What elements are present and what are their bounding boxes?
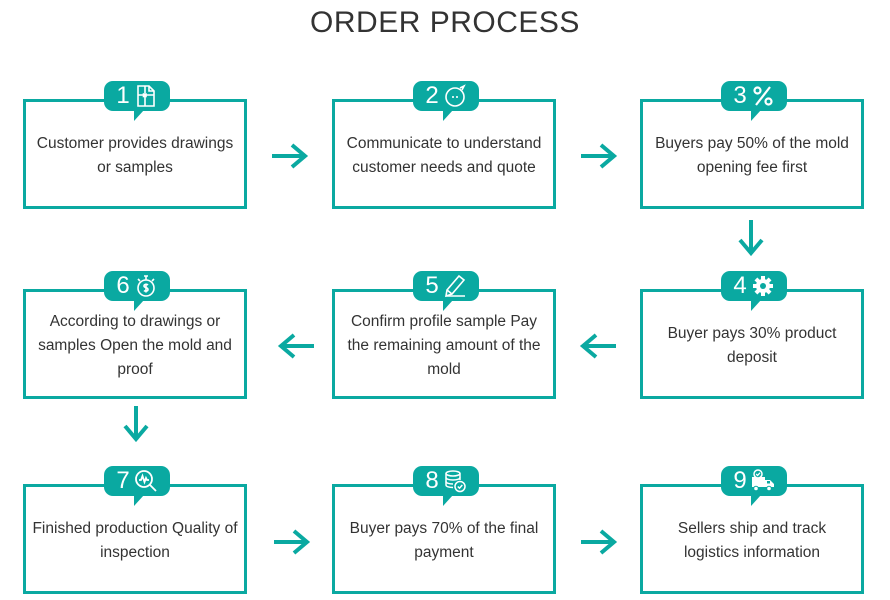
magnifier-inspection-icon — [134, 469, 158, 493]
step-number: 2 — [425, 82, 439, 109]
step-number: 6 — [116, 272, 130, 299]
step-box-7: 7 Finished production Quality of inspect… — [23, 466, 247, 594]
step-badge-3: 3 — [721, 81, 787, 121]
arrow-down-6-7 — [121, 404, 151, 444]
arrow-left-5-6 — [276, 331, 316, 361]
step-box-8: 8 Buyer pays 70% of the final payment — [332, 466, 556, 594]
step-box-3: 3 Buyers pay 50% of the mold opening fee… — [640, 81, 864, 209]
step-text: Buyer pays 30% product deposit — [667, 325, 837, 366]
step-number: 7 — [116, 467, 130, 494]
step-box-9: 9 Sellers ship and track logistics infor… — [640, 466, 864, 594]
step-badge-4: 4 — [721, 271, 787, 311]
blueprint-icon — [134, 84, 158, 108]
step-text: Finished production Quality of inspectio… — [32, 520, 238, 561]
step-box-1: 1 Customer provides drawings or samples — [23, 81, 247, 209]
step-text: Customer provides drawings or samples — [36, 135, 234, 176]
stopwatch-dollar-icon — [134, 274, 158, 298]
step-text: Sellers ship and track logistics informa… — [677, 520, 827, 561]
step-number: 9 — [733, 467, 747, 494]
step-badge-8: 8 — [413, 466, 479, 506]
step-number: 5 — [425, 272, 439, 299]
step-number: 8 — [425, 467, 439, 494]
coins-check-icon — [443, 469, 467, 493]
step-text: Confirm profile sample Pay the remaining… — [347, 313, 541, 378]
step-badge-6: 6 — [104, 271, 170, 311]
step-number: 3 — [733, 82, 747, 109]
step-box-4: 4 Buyer pays 30% product deposit — [640, 271, 864, 399]
step-badge-9: 9 — [721, 466, 787, 506]
gear-icon — [751, 274, 775, 298]
step-number: 4 — [733, 272, 747, 299]
percent-icon — [751, 84, 775, 108]
pencil-icon — [443, 274, 467, 298]
step-text: According to drawings or samples Open th… — [38, 313, 232, 378]
arrow-right-2-3 — [579, 141, 619, 171]
arrow-down-3-4 — [736, 218, 766, 258]
arrow-left-4-5 — [578, 331, 618, 361]
step-badge-5: 5 — [413, 271, 479, 311]
arrow-right-8-9 — [579, 527, 619, 557]
step-number: 1 — [116, 82, 130, 109]
step-box-6: 6 According to drawings or samples Open … — [23, 271, 247, 399]
step-text: Buyers pay 50% of the mold opening fee f… — [655, 135, 849, 176]
arrow-right-1-2 — [270, 141, 310, 171]
step-badge-2: 2 — [413, 81, 479, 121]
arrow-right-7-8 — [272, 527, 312, 557]
step-text: Communicate to understand customer needs… — [346, 135, 542, 176]
page-title: ORDER PROCESS — [310, 6, 580, 39]
step-badge-7: 7 — [104, 466, 170, 506]
step-box-5: 5 Confirm profile sample Pay the remaini… — [332, 271, 556, 399]
step-text: Buyer pays 70% of the final payment — [349, 520, 539, 561]
delivery-truck-icon — [751, 469, 775, 493]
chat-bubble-icon — [443, 84, 467, 108]
step-box-2: 2 Communicate to understand customer nee… — [332, 81, 556, 209]
step-badge-1: 1 — [104, 81, 170, 121]
